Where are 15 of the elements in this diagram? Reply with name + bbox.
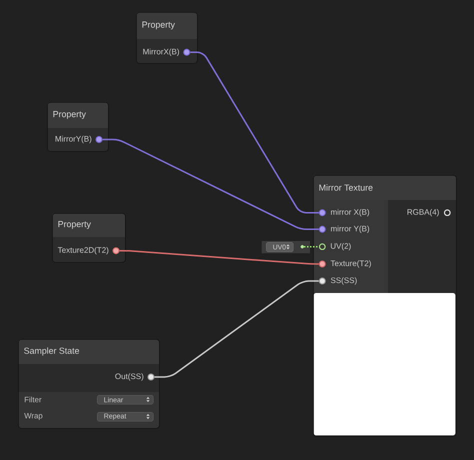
- connection-line: [120, 250, 319, 265]
- connection-line: [304, 246, 319, 248]
- port-label: Texture2D(T2): [58, 246, 108, 254]
- port-label: SS(SS): [330, 277, 357, 285]
- port-label: Texture(T2): [330, 260, 371, 268]
- port-label: mirror Y(B): [331, 226, 370, 234]
- connection-line: [190, 52, 319, 214]
- port-label: MirrorX(B): [143, 48, 179, 56]
- port-label: RGBA(4): [408, 208, 439, 216]
- connection-line: [154, 280, 319, 378]
- port-label: mirror X(B): [331, 208, 370, 216]
- connection-line: [102, 138, 319, 230]
- port-label: UV(2): [330, 242, 351, 250]
- port-label: Out(SS): [115, 373, 144, 381]
- port-label: MirrorY(B): [56, 136, 92, 144]
